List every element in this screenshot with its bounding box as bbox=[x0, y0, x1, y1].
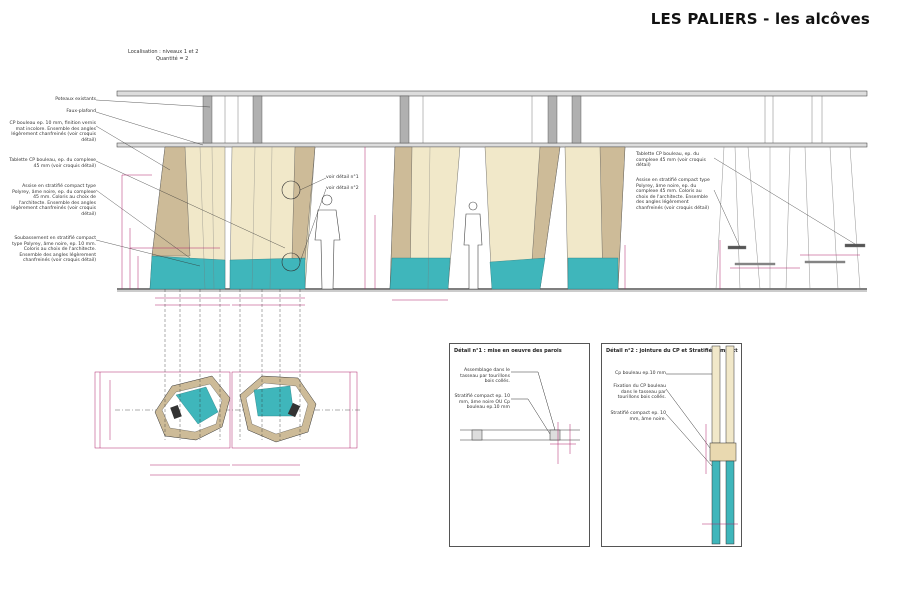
plan-view bbox=[94, 371, 360, 476]
callout-faux-plafond: Faux-plafond bbox=[66, 109, 96, 114]
alcove-4-elevation bbox=[484, 146, 561, 290]
alcove-1-elevation bbox=[149, 146, 226, 290]
detail-1-note-assemblage: Assemblage dans le tasseau par tourillon… bbox=[460, 368, 510, 385]
detail-2-note-stratifie: Stratifié compact ep. 10 mm, âme noire. bbox=[610, 411, 666, 422]
callout-detail-1: voir détail n°1 bbox=[326, 175, 359, 180]
callout-soubassement: Soubassement en stratifié compact type P… bbox=[12, 236, 96, 264]
callout-cp-bouleau: CP bouleau ep. 10 mm, finition vernis ma… bbox=[9, 121, 96, 143]
detail-2-note-fixation: Fixation du CP bouleau dans le tasseau p… bbox=[613, 384, 666, 401]
detail-1-panel: Détail n°1 : mise en oeuvre des parois A… bbox=[449, 343, 590, 547]
detail-1-drawing bbox=[460, 371, 580, 464]
person-figure-2 bbox=[463, 201, 483, 290]
alcove-5-elevation bbox=[564, 146, 626, 290]
callout-right-tablette: Tablette CP bouleau, ep. du complexe 45 … bbox=[636, 152, 706, 169]
leader-lines bbox=[95, 99, 856, 267]
columns bbox=[202, 95, 582, 144]
detail-2-panel: Détail n°2 : jointure du CP et Stratifié… bbox=[601, 343, 742, 547]
projection-lines bbox=[164, 289, 301, 440]
detail-1-note-stratifie: Stratifié compact ep. 10 mm, âme noire O… bbox=[454, 394, 510, 411]
localisation-line: Localisation : niveaux 1 et 2 bbox=[128, 49, 199, 55]
callout-poteaux: Poteaux existants bbox=[55, 97, 96, 102]
ceiling-band-top bbox=[116, 90, 868, 97]
callout-detail-2: voir détail n°2 bbox=[326, 186, 359, 191]
page-title: LES PALIERS - les alcôves bbox=[650, 10, 870, 28]
person-figure-1 bbox=[314, 194, 341, 290]
localisation-note: Localisation : niveaux 1 et 2 Quantité =… bbox=[128, 49, 198, 63]
callout-assise: Assise en stratifié compact type Polyrey… bbox=[11, 184, 96, 217]
alcove-2-elevation bbox=[229, 146, 316, 290]
dimension-lines bbox=[121, 147, 860, 306]
detail-1-title: Détail n°1 : mise en oeuvre des parois bbox=[454, 348, 562, 354]
alcove-6-wireframe bbox=[715, 146, 866, 290]
callout-tablette: Tablette CP bouleau, ep. du complexe 45 … bbox=[9, 158, 96, 169]
detail-2-title: Détail n°2 : jointure du CP et Stratifié… bbox=[606, 348, 738, 354]
detail-2-note-cp: Cp bouleau ep.10 mm bbox=[615, 371, 666, 376]
callout-right-assise: Assise en stratifié compact type Polyrey… bbox=[636, 178, 710, 211]
alcove-3-elevation bbox=[389, 146, 461, 290]
ceiling-band-bottom bbox=[116, 142, 868, 148]
detail-2-drawing bbox=[665, 345, 738, 545]
quantity-line: Quantité = 2 bbox=[156, 56, 189, 62]
